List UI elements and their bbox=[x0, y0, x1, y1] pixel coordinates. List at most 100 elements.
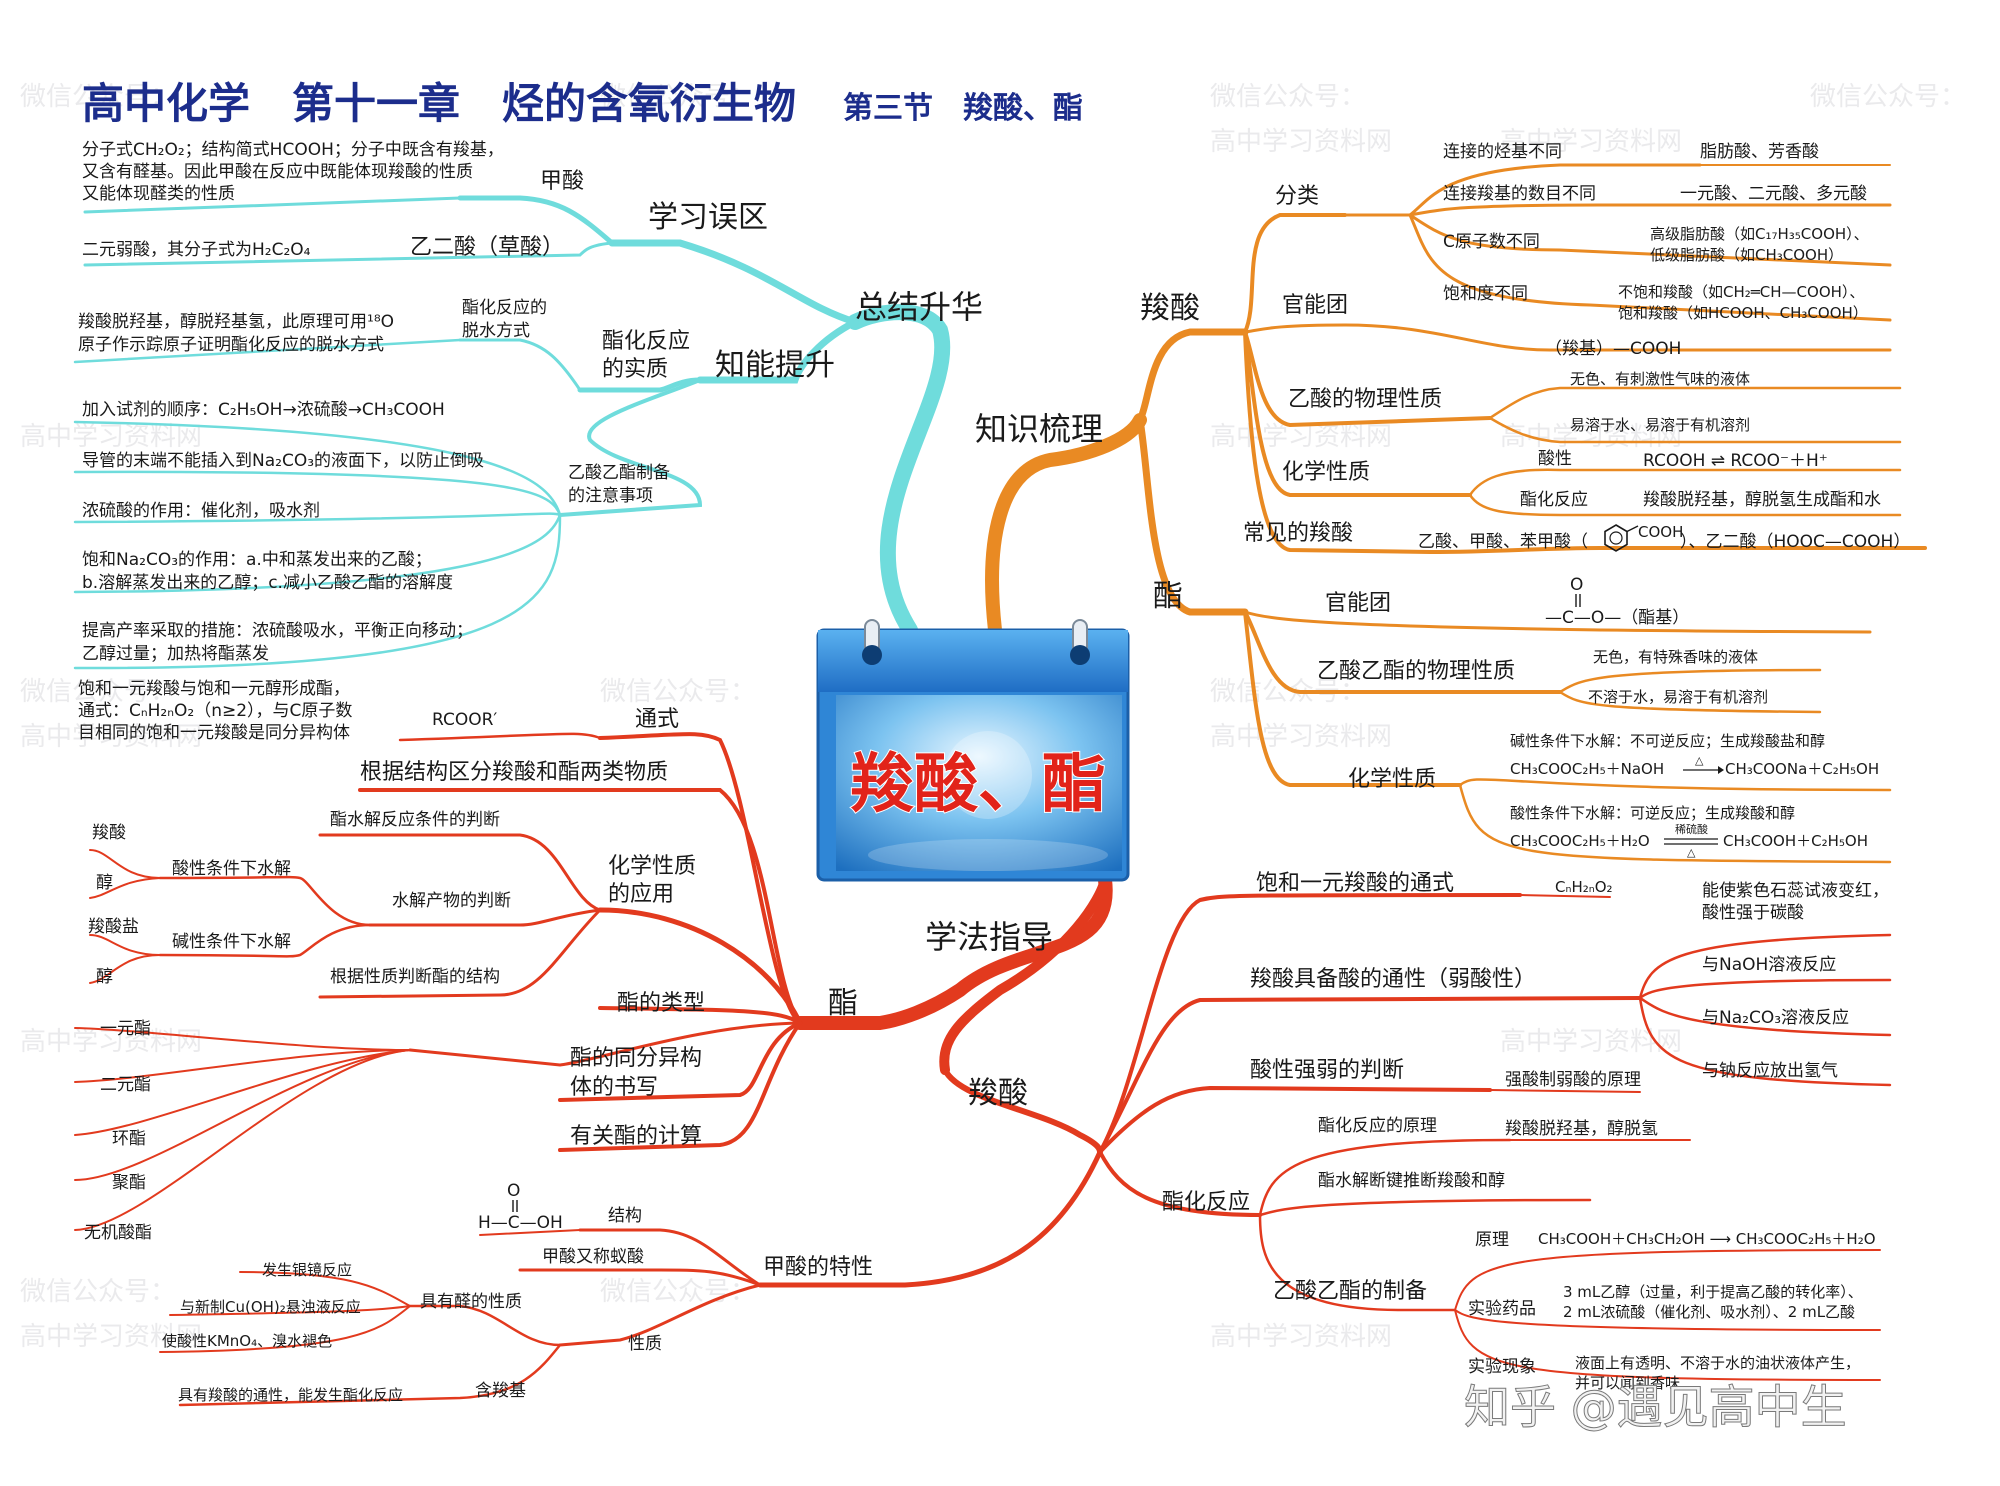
esterification-label: 酯化反应 bbox=[1520, 490, 1588, 510]
prep-principle-equation: CH₃COOH＋CH₃CH₂OH ⟶ CH₃COOC₂H₅＋H₂O bbox=[1538, 1230, 1876, 1248]
ester-knowledge-label: 酯 bbox=[1153, 579, 1183, 614]
product-item: 醇 bbox=[96, 873, 113, 893]
ester-type: 无机酸酯 bbox=[84, 1223, 152, 1243]
ester-general-note: 饱和一元羧酸与饱和一元醇形成酯， bbox=[78, 679, 350, 699]
watermark: 高中学习资料网 bbox=[1500, 1027, 1682, 1057]
prep-phenomenon: 并可以闻到香味 bbox=[1575, 1374, 1680, 1392]
center-calendar-card: 羧酸、酯 bbox=[816, 619, 1130, 882]
upgrade-label: 知能提升 bbox=[715, 348, 835, 383]
product-item: 羧酸盐 bbox=[88, 917, 139, 937]
ester-prep-notes-label: 乙酸乙酯制备 bbox=[568, 463, 670, 483]
watermark: 高中学习资料网 bbox=[1210, 722, 1392, 752]
physical-property: 易溶于水、易溶于有机溶剂 bbox=[1570, 416, 1750, 434]
ester-carbonyl-o: O bbox=[1570, 575, 1583, 595]
acid-hydrolysis-note: 酸性条件下水解：可逆反应；生成羧酸和醇 bbox=[1510, 804, 1795, 822]
saturated-acid-formula: CₙH₂ₙO₂ bbox=[1555, 878, 1613, 896]
basic-hydrolysis-eq: CH₃COOC₂H₅＋NaOH bbox=[1510, 760, 1664, 778]
binder-ring-icon bbox=[1070, 619, 1090, 665]
ester-prep-notes-label: 的注意事项 bbox=[568, 486, 653, 506]
formic-acid-note: 又能体现醛类的性质 bbox=[82, 184, 235, 204]
acid-general-property-label: 羧酸具备酸的通性（弱酸性） bbox=[1250, 967, 1536, 992]
watermark: 微信公众号： bbox=[600, 677, 756, 707]
prep-note: 加入试剂的顺序：C₂H₅OH→浓硫酸→CH₃COOH bbox=[82, 400, 445, 420]
watermark: 微信公众号： bbox=[600, 1277, 756, 1307]
physical-property: 不溶于水，易溶于有机溶剂 bbox=[1588, 688, 1768, 706]
prep-note: 导管的末端不能插入到Na₂CO₃的液面下，以防止倒吸 bbox=[82, 451, 484, 471]
acid-condition: 稀硫酸 bbox=[1675, 822, 1708, 836]
misconceptions-label: 学习误区 bbox=[648, 200, 768, 235]
acid-method-label: 羧酸 bbox=[968, 1076, 1028, 1111]
ester-isomer-label: 体的书写 bbox=[570, 1075, 658, 1100]
common-acids-value: 乙酸、甲酸、苯甲酸（ bbox=[1418, 532, 1588, 552]
formic-structure-formula: H—C—OH bbox=[478, 1213, 563, 1233]
formic-carbonyl-o: O bbox=[507, 1181, 520, 1201]
classify-key: 连接的烃基不同 bbox=[1443, 142, 1562, 162]
knowledge-branch-label: 知识梳理 bbox=[975, 410, 1103, 448]
prep-reagents: 3 mL乙醇（过量，利于提高乙酸的转化率）、 bbox=[1563, 1283, 1863, 1301]
classify-value: 脂肪酸、芳香酸 bbox=[1700, 142, 1819, 162]
ester-functional-group-label: 官能团 bbox=[1325, 591, 1391, 616]
classify-key: C原子数不同 bbox=[1443, 232, 1540, 252]
watermark: 高中学习资料网 bbox=[20, 422, 202, 452]
aldehyde-property-label: 具有醛的性质 bbox=[420, 1292, 522, 1312]
dehydration-label: 酯化反应的 bbox=[462, 298, 547, 318]
prep-principle-label: 原理 bbox=[1475, 1230, 1509, 1250]
acid-functional-group-value: （羧基）—COOH bbox=[1545, 339, 1681, 359]
esterification-principle-label: 酯化反应的原理 bbox=[1318, 1116, 1437, 1136]
watermark: 高中学习资料网 bbox=[1210, 422, 1392, 452]
watermark: 微信公众号： bbox=[600, 82, 756, 112]
physical-property: 无色，有特殊香味的液体 bbox=[1593, 648, 1758, 666]
ester-type: 聚酯 bbox=[112, 1173, 146, 1193]
prep-reagents-label: 实验药品 bbox=[1468, 1299, 1536, 1319]
basic-hydrolysis-note: 碱性条件下水解：不可逆反应；生成羧酸盐和醇 bbox=[1510, 732, 1825, 750]
ester-types-label: 酯的类型 bbox=[617, 991, 705, 1016]
formic-property-label: 甲酸的特性 bbox=[763, 1255, 873, 1280]
acid-general-property: 与NaOH溶液反应 bbox=[1702, 955, 1836, 975]
classify-value: 高级脂肪酸（如C₁₇H₃₅COOH）、 bbox=[1650, 225, 1869, 243]
basic-hydrolysis-label: 碱性条件下水解 bbox=[172, 932, 291, 952]
watermark: 微信公众号： bbox=[1210, 82, 1366, 112]
ester-bond-cleavage: 酯水解断键推断羧酸和醇 bbox=[1318, 1171, 1505, 1191]
formic-acid-note: 分子式CH₂O₂；结构简式HCOOH；分子中既含有羧基， bbox=[82, 140, 504, 160]
acid-hydrolysis-eq: CH₃COOC₂H₅＋H₂O bbox=[1510, 832, 1650, 850]
watermark: 高中学习资料网 bbox=[20, 1027, 202, 1057]
saturated-acid-general-label: 饱和一元羧酸的通式 bbox=[1256, 871, 1454, 896]
ester-general-formula: RCOOR′ bbox=[432, 710, 497, 730]
aldehyde-reaction: 与新制Cu(OH)₂悬浊液反应 bbox=[180, 1298, 361, 1316]
carboxyl-property: 具有羧酸的通性，能发生酯化反应 bbox=[178, 1386, 403, 1404]
section-title: 第三节 羧酸、酯 bbox=[843, 91, 1083, 126]
acidity-label: 酸性 bbox=[1538, 449, 1572, 469]
method-branch-label: 学法指导 bbox=[925, 918, 1053, 956]
common-acids-value: ）、乙二酸（HOOC—COOH） bbox=[1680, 532, 1910, 552]
dehydration-note: 原子作示踪原子证明酯化反应的脱水方式 bbox=[78, 335, 384, 355]
reaction-arrow bbox=[1718, 766, 1724, 774]
acid-knowledge-label: 羧酸 bbox=[1140, 291, 1200, 326]
ester-type: 一元酯 bbox=[100, 1019, 151, 1039]
classify-key: 饱和度不同 bbox=[1443, 284, 1528, 304]
acidic-hydrolysis-label: 酸性条件下水解 bbox=[172, 859, 291, 879]
acid-chemical-label: 化学性质 bbox=[1282, 460, 1370, 485]
watermark: 高中学习资料网 bbox=[1210, 127, 1392, 157]
heat-condition: △ bbox=[1695, 754, 1704, 767]
watermark: 高中学习资料网 bbox=[20, 1322, 202, 1352]
classify-value: 低级脂肪酸（如CH₃COOH） bbox=[1650, 246, 1843, 264]
acid-strength-label: 酸性强弱的判断 bbox=[1250, 1058, 1404, 1083]
chem-application-label: 化学性质 bbox=[608, 854, 696, 879]
formic-acid-note: 又含有醛基。因此甲酸在反应中既能体现羧酸的性质 bbox=[82, 162, 473, 182]
hydrolysis-condition: 酯水解反应条件的判断 bbox=[330, 810, 500, 830]
acid-hydrolysis-eq: CH₃COOH＋C₂H₅OH bbox=[1723, 832, 1868, 850]
acetic-acid-physical-label: 乙酸的物理性质 bbox=[1288, 387, 1442, 412]
binder-ring-icon bbox=[862, 619, 882, 665]
ester-general-note: 通式：CₙH₂ₙO₂（n≥2），与C原子数 bbox=[78, 701, 352, 721]
acid-functional-group-label: 官能团 bbox=[1282, 293, 1348, 318]
classify-value: 不饱和羧酸（如CH₂═CH—COOH）、 bbox=[1618, 283, 1864, 301]
basic-hydrolysis-eq: CH₃COONa＋C₂H₅OH bbox=[1725, 760, 1879, 778]
prep-note: 乙醇过量；加热将酯蒸发 bbox=[82, 644, 269, 664]
ethyl-acetate-physical-label: 乙酸乙酯的物理性质 bbox=[1317, 659, 1515, 684]
ester-chemical-label: 化学性质 bbox=[1348, 767, 1436, 792]
prep-note: 浓硫酸的作用：催化剂，吸水剂 bbox=[82, 501, 320, 521]
prep-phenomenon-label: 实验现象 bbox=[1468, 1357, 1536, 1377]
acid-strength-principle: 强酸制弱酸的原理 bbox=[1505, 1070, 1641, 1090]
